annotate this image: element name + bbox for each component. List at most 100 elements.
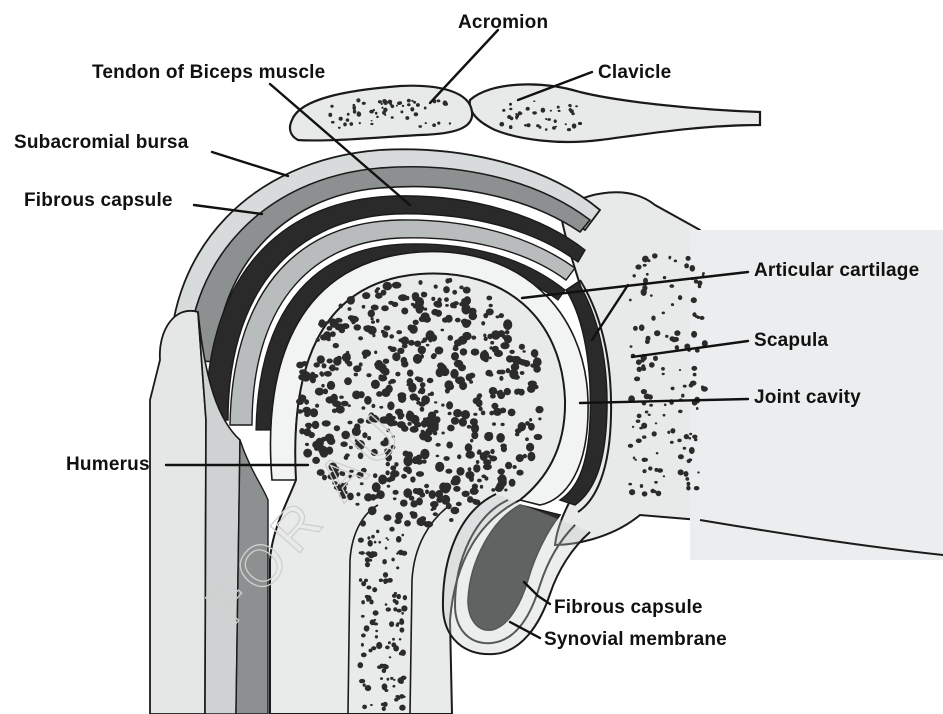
spongy-bone-pore [385,470,390,476]
spongy-bone-pore [299,428,305,435]
spongy-bone-pore [647,413,651,416]
spongy-bone-pore [455,501,462,507]
spongy-bone-pore [540,107,546,113]
spongy-bone-pore [466,424,472,429]
spongy-bone-pore [432,123,436,127]
spongy-bone-pore [459,348,468,356]
spongy-bone-pore [392,637,395,641]
spongy-bone-pore [378,540,382,544]
label-acromion: Acromion [458,12,548,33]
spongy-bone-pore [532,111,537,115]
spongy-bone-pore [691,330,698,338]
spongy-bone-pore [409,426,419,433]
spongy-bone-pore [470,348,480,356]
spongy-bone-pore [517,422,526,432]
spongy-bone-pore [435,301,443,308]
spongy-bone-pore [382,559,387,565]
spongy-bone-pore [389,378,397,384]
clavicle-bone [468,83,762,144]
spongy-bone-pore [393,607,398,612]
spongy-bone-pore [385,645,390,650]
spongy-bone-pore [503,319,513,331]
spongy-bone-pore [526,442,535,452]
spongy-bone-pore [396,608,402,613]
spongy-bone-pore [349,469,354,473]
spongy-bone-pore [512,355,522,365]
spongy-bone-pore [639,484,644,488]
spongy-bone-pore [649,294,653,297]
spongy-bone-pore [685,477,690,481]
spongy-bone-pore [516,388,521,393]
spongy-bone-pore [335,405,345,414]
spongy-bone-pore [406,467,412,475]
spongy-bone-pore [412,319,419,325]
label-fibrous-capsule-top: Fibrous capsule [24,190,173,211]
spongy-bone-pore [655,490,662,497]
spongy-bone-pore [395,536,402,543]
spongy-bone-pore [384,546,388,550]
spongy-bone-pore [380,440,389,447]
spongy-bone-pore [394,462,399,467]
spongy-bone-pore [437,121,441,125]
spongy-bone-pore [324,321,329,325]
spongy-bone-pore [364,685,372,692]
spongy-bone-pore [628,482,633,486]
spongy-bone-pore [432,512,438,517]
spongy-bone-pore [362,704,367,710]
leader-articular-cartilage [520,270,750,300]
leader-fibrous-capsule-bottom [522,580,552,606]
spongy-bone-pore [492,422,496,426]
spongy-bone-pore [486,295,493,301]
label-subacromial-bursa: Subacromial bursa [14,132,189,153]
spongy-bone-pore [484,431,494,442]
spongy-bone-pore [299,394,307,402]
spongy-bone-pore [364,578,368,583]
spongy-bone-pore [688,447,695,454]
spongy-bone-pore [509,102,512,106]
spongy-bone-pore [650,488,656,494]
spongy-bone-pore [688,458,693,462]
spongy-bone-pore [450,302,456,309]
spongy-bone-pore [303,448,313,458]
spongy-bone-pore [475,399,483,408]
spongy-bone-pore [348,445,353,450]
spongy-bone-pore [453,409,463,418]
spongy-bone-pore [334,367,339,371]
spongy-bone-pore [401,104,405,108]
spongy-bone-pore [665,334,669,338]
spongy-bone-pore [642,255,649,263]
spongy-bone-pore [413,100,417,104]
spongy-bone-pore [391,346,397,352]
spongy-bone-pore [682,384,687,388]
spongy-bone-pore [351,320,356,325]
spongy-bone-pore [349,122,354,126]
spongy-bone-pore [497,474,507,486]
spongy-bone-pore [396,593,402,600]
spongy-bone-pore [381,106,384,109]
spongy-bone-pore [498,313,504,319]
spongy-bone-pore [435,442,441,447]
spongy-bone-pore [376,529,380,534]
spongy-bone-pore [683,471,689,477]
spongy-bone-pore [380,289,387,296]
spongy-bone-pore [372,610,379,616]
spongy-bone-pore [497,330,505,338]
spongy-bone-pore [669,440,674,444]
spongy-bone-pore [515,454,524,463]
spongy-bone-pore [662,276,667,280]
spongy-bone-pore [415,471,425,477]
spongy-bone-pore [533,433,543,441]
spongy-bone-pore [361,101,366,105]
spongy-bone-pore [451,352,459,361]
spongy-bone-pore [392,497,397,501]
spongy-bone-pore [643,277,648,284]
spongy-bone-pore [654,490,657,494]
spongy-bone-pore [445,304,449,307]
spongy-bone-pore [629,345,633,348]
spongy-bone-pore [400,110,404,114]
spongy-bone-pore [406,369,414,377]
spongy-bone-pore [410,500,418,508]
spongy-bone-pore [353,372,358,377]
spongy-bone-pore [502,108,506,112]
spongy-bone-pore [673,259,678,263]
